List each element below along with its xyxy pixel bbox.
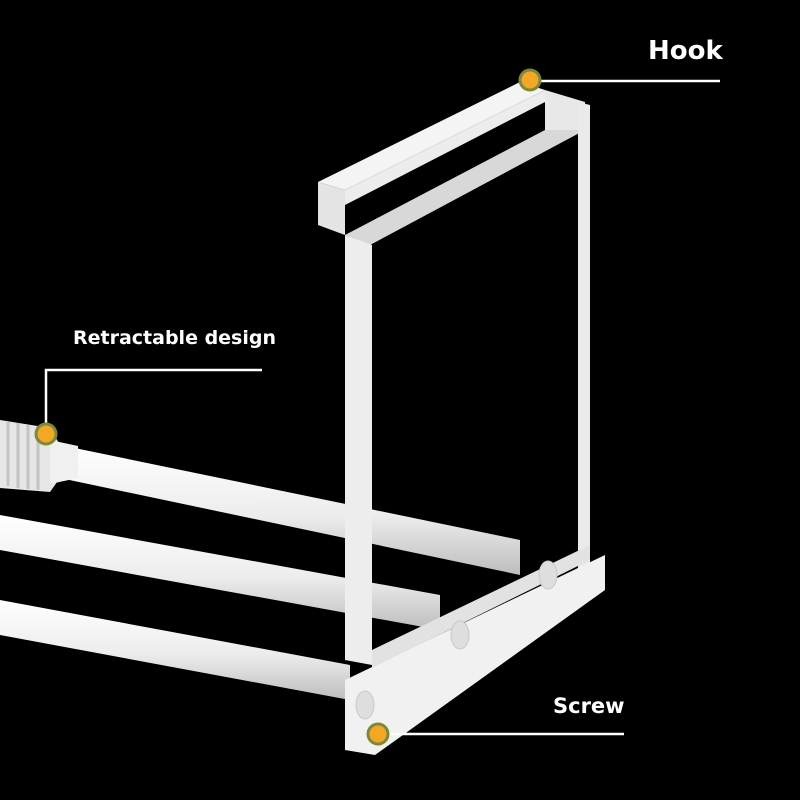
screw-marker-dot: [366, 722, 390, 746]
hook-callout-label: Hook: [648, 36, 723, 66]
screw-callout-label: Screw: [553, 694, 625, 718]
hook-marker-dot: [518, 68, 542, 92]
rods: [0, 420, 520, 700]
callout-dots: [34, 68, 542, 746]
retractable-marker-dot: [34, 422, 58, 446]
retractable-callout-label: Retractable design: [73, 327, 277, 349]
callout-lines: [44, 79, 720, 736]
side-frame: [345, 102, 605, 755]
hook-frame: [318, 82, 585, 245]
